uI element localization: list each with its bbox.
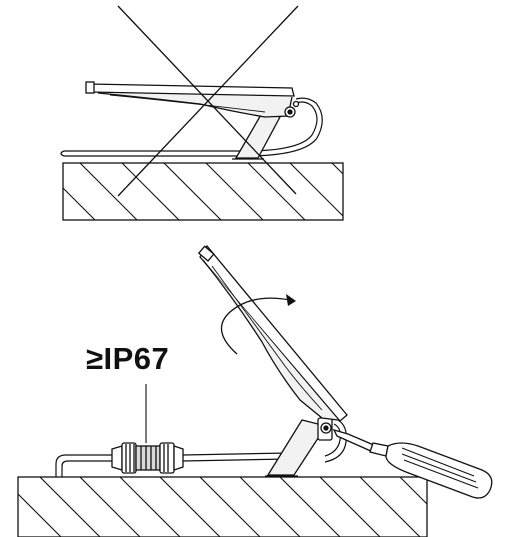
curved-arrow-icon: [220, 294, 296, 355]
waterproof-connector: [111, 442, 184, 474]
ip-rating-label: ≥IP67: [86, 341, 170, 376]
correct-mounting-figure: [17, 244, 428, 537]
bottom-mounting-surface: [17, 476, 428, 537]
top-cable: [64, 101, 318, 152]
cross-icon: [117, 5, 299, 197]
top-floodlight: [85, 81, 300, 118]
top-bracket: [234, 112, 281, 159]
incorrect-mounting-figure: [60, 5, 344, 221]
bottom-cable: [55, 454, 112, 477]
screwdriver-icon: [332, 428, 493, 499]
top-mounting-surface: [62, 162, 344, 221]
bottom-floodlight: [197, 244, 348, 422]
bottom-bracket: [266, 419, 328, 476]
